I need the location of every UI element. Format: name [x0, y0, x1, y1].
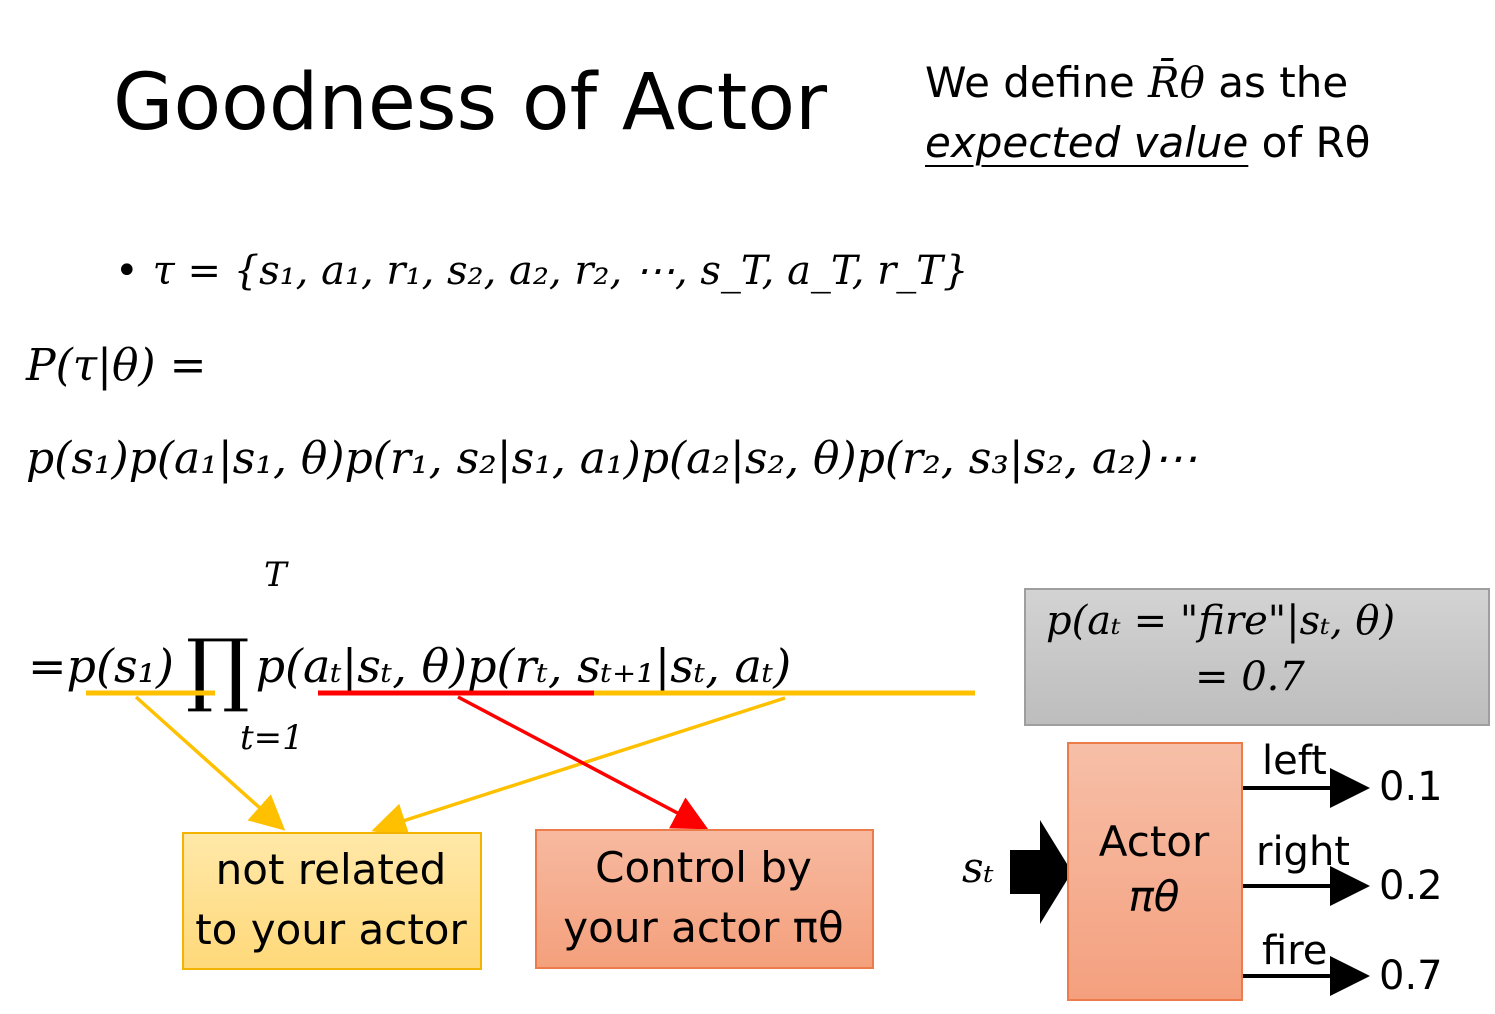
control-by-actor-box — [535, 829, 874, 969]
arrow-initial-to-not-related — [134, 695, 286, 831]
trajectory-probability-lhs: P(τ|θ) = — [26, 340, 207, 391]
fire-probability-box — [1024, 588, 1490, 726]
action-left-label: left — [1262, 738, 1327, 784]
definition-line-1: We define R̄θ as the — [925, 58, 1348, 107]
product-upper-limit: T — [264, 555, 287, 595]
actor-policy-term: p(aₜ|sₜ, θ) — [255, 639, 468, 693]
trajectory-bullet: • τ = {s₁, a₁, r₁, s₂, a₂, r₂, ⋯, s_T, a_… — [115, 248, 968, 294]
control-line-2: your actor πθ — [563, 903, 844, 952]
not-related-line-1: not related — [215, 845, 447, 894]
trajectory-probability-expansion: p(s₁)p(a₁|s₁, θ)p(r₁, s₂|s₁, a₁)p(a₂|s₂,… — [26, 433, 1197, 484]
page-title: Goodness of Actor — [113, 58, 828, 148]
actor-label: Actor — [1098, 817, 1210, 866]
prob-right-value: 0.2 — [1379, 863, 1443, 909]
fire-probability-formula: p(aₜ = "fire"|sₜ, θ) — [1046, 598, 1396, 644]
definition-line-2: expected value of Rθ — [925, 118, 1370, 167]
not-related-box — [182, 832, 482, 970]
fire-probability-value: = 0.7 — [1195, 654, 1305, 700]
product-equals: = — [28, 639, 67, 693]
expected-return-symbol: R̄θ — [1148, 58, 1205, 107]
initial-state-term: p(s₁) — [66, 639, 174, 693]
action-fire-label: fire — [1262, 928, 1328, 974]
control-line-1: Control by — [595, 843, 812, 892]
arrow-actor-to-control — [457, 695, 709, 830]
state-input-label: sₜ — [962, 843, 994, 892]
prob-left-value: 0.1 — [1379, 764, 1443, 810]
bullet-icon: • — [115, 248, 139, 294]
trajectory-equation: τ = {s₁, a₁, r₁, s₂, a₂, r₂, ⋯, s_T, a_T… — [152, 248, 969, 294]
input-block-arrow-icon — [1010, 820, 1072, 924]
environment-term: p(rₜ, sₜ₊₁|sₜ, aₜ) — [467, 639, 792, 693]
actor-policy-label: πθ — [1128, 872, 1180, 921]
expected-value-emphasis: expected value — [925, 118, 1249, 167]
product-formula: = p(s₁)∏p(aₜ|sₜ, θ)p(rₜ, sₜ₊₁|sₜ, aₜ) — [28, 622, 791, 715]
definition-tail: of Rθ — [1248, 118, 1371, 167]
definition-suffix: as the — [1204, 58, 1349, 107]
prob-fire-value: 0.7 — [1379, 953, 1443, 999]
definition-prefix: We define — [925, 58, 1149, 107]
actor-box — [1067, 742, 1243, 1001]
product-symbol: ∏ — [185, 622, 250, 715]
action-right-label: right — [1256, 829, 1350, 875]
product-lower-limit: t=1 — [240, 718, 304, 758]
not-related-line-2: to your actor — [195, 905, 467, 954]
